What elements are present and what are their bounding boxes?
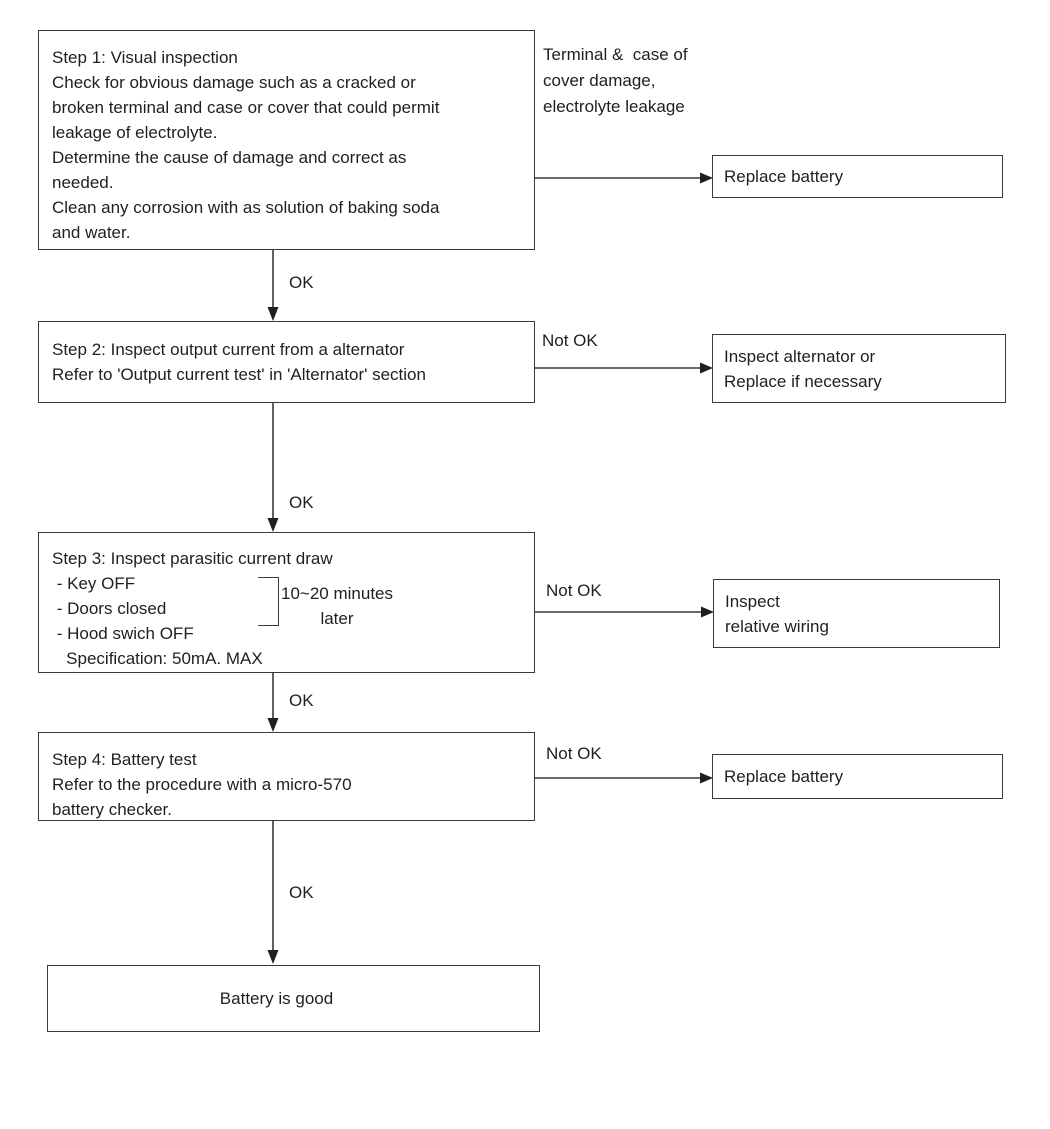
- outcome-replace-battery-2-text: Replace battery: [724, 767, 844, 786]
- step2-box: Step 2: Inspect output current from a al…: [38, 321, 535, 403]
- arrow-step2-to-step3-head: [267, 518, 279, 532]
- edge-label-ok-1: OK: [289, 273, 314, 292]
- final-text: Battery is good: [219, 989, 334, 1008]
- outcome-inspect-wiring-text: Inspect relative wiring: [725, 591, 829, 636]
- edge-label-ok-2: OK: [289, 493, 314, 512]
- step4-text: Step 4: Battery test Refer to the proced…: [52, 750, 352, 819]
- outcome-replace-battery-2-box: Replace battery: [712, 754, 1003, 799]
- arrow-step3-to-step4-head: [267, 718, 279, 732]
- outcome-inspect-alternator-text: Inspect alternator or Replace if necessa…: [724, 346, 882, 391]
- arrow-step4-to-final-head: [267, 950, 279, 964]
- step4-box: Step 4: Battery test Refer to the proced…: [38, 732, 535, 821]
- step2-text: Step 2: Inspect output current from a al…: [52, 340, 426, 384]
- step1-branch-note: Terminal & case of cover damage, electro…: [543, 45, 688, 116]
- step3-bracket: [258, 577, 279, 626]
- edge-label-not-ok-1: Not OK: [542, 331, 598, 350]
- step3-annotation: 10~20 minutes later: [281, 584, 393, 628]
- outcome-replace-battery-1-box: Replace battery: [712, 155, 1003, 198]
- edge-label-ok-3: OK: [289, 691, 314, 710]
- step3-box: Step 3: Inspect parasitic current draw -…: [38, 532, 535, 673]
- outcome-replace-battery-1-text: Replace battery: [724, 167, 844, 186]
- step1-text: Step 1: Visual inspection Check for obvi…: [52, 48, 440, 242]
- arrow-step1-to-step2-head: [267, 307, 279, 321]
- final-box: Battery is good: [47, 965, 540, 1032]
- edge-label-not-ok-3: Not OK: [546, 744, 602, 763]
- edge-label-not-ok-2: Not OK: [546, 581, 602, 600]
- step3-text: Step 3: Inspect parasitic current draw -…: [52, 549, 333, 668]
- outcome-inspect-wiring-box: Inspect relative wiring: [713, 579, 1000, 648]
- step1-box: Step 1: Visual inspection Check for obvi…: [38, 30, 535, 250]
- outcome-inspect-alternator-box: Inspect alternator or Replace if necessa…: [712, 334, 1006, 403]
- edge-label-ok-4: OK: [289, 883, 314, 902]
